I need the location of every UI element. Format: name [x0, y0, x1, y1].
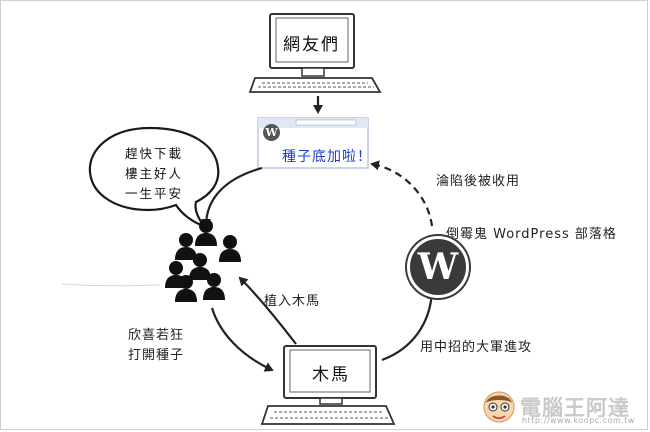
netizens-computer	[248, 13, 382, 93]
arrow-trojan-to-wp	[381, 290, 437, 362]
mascot-logo-icon	[483, 391, 515, 423]
label-unlucky-blog: 倒霉鬼 WordPress 部落格	[446, 227, 617, 242]
trojan-label: 木馬	[312, 365, 350, 385]
arrow-trojan-to-users	[238, 276, 297, 345]
speech-bubble-text: 趕快下載 樓主好人 一生平安	[112, 144, 196, 204]
arrow-browser-to-users	[201, 166, 263, 228]
label-happy-open-line-2: 打開種子	[128, 348, 185, 363]
speech-bubble	[88, 126, 220, 229]
wordpress-small-icon: W	[263, 124, 280, 141]
label-hit-army: 用中招的大軍進攻	[420, 340, 533, 355]
netizens-label: 網友們	[283, 35, 340, 55]
speech-line-1: 趕快下載	[124, 146, 183, 161]
browser-seed-text: 種子底加啦！	[282, 149, 372, 165]
trojan-computer	[260, 345, 396, 425]
label-happy-open-line-1: 欣喜若狂	[128, 328, 185, 343]
wordpress-large-icon: W	[407, 236, 469, 298]
watermark-title: 電腦王阿達	[520, 396, 630, 420]
speech-line-3: 一生平安	[124, 186, 183, 201]
label-happy-open: 欣喜若狂 打開種子	[128, 326, 184, 366]
watermark-url: http://www.koopc.com.tw	[522, 416, 635, 425]
label-compromised-used: 淪陷後被收用	[436, 174, 521, 189]
speech-line-2: 樓主好人	[124, 166, 183, 181]
arrow-users-to-trojan	[210, 307, 274, 372]
label-implant-trojan: 植入木馬	[264, 294, 321, 309]
users-group-icon	[165, 219, 241, 302]
arrow-wp-to-browser	[370, 160, 434, 227]
